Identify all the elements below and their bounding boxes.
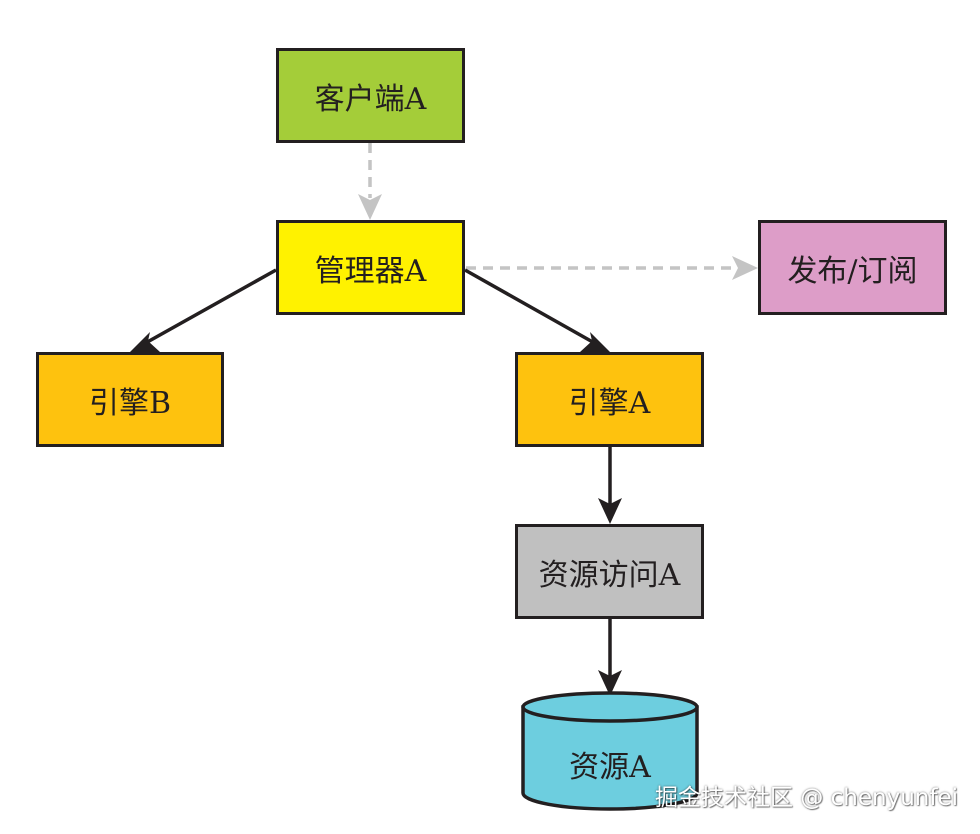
edge-manager-to-engine-b bbox=[130, 268, 277, 352]
edge-client-to-manager bbox=[358, 143, 382, 220]
node-resource-a-label: 资源A bbox=[569, 750, 651, 785]
database-cylinder-icon bbox=[521, 691, 699, 811]
watermark: 掘金技术社区 @ chenyunfei bbox=[655, 785, 958, 811]
node-resource-access-a: 资源访问A bbox=[515, 524, 704, 619]
edge-engine-a-to-access bbox=[598, 447, 622, 524]
node-engine-a: 引擎A bbox=[515, 352, 704, 447]
node-client-a: 客户端A bbox=[276, 48, 465, 143]
node-engine-b: 引擎B bbox=[36, 352, 224, 447]
edge-access-to-resource bbox=[598, 619, 622, 696]
node-pubsub-label: 发布/订阅 bbox=[787, 253, 918, 289]
node-manager-a-label: 管理器A bbox=[314, 253, 427, 289]
node-resource-access-a-label: 资源访问A bbox=[538, 557, 681, 593]
edge-manager-to-engine-a bbox=[464, 268, 610, 352]
node-pubsub: 发布/订阅 bbox=[758, 220, 947, 315]
node-engine-a-label: 引擎A bbox=[568, 385, 651, 421]
edge-manager-to-pubsub bbox=[466, 256, 758, 280]
node-manager-a: 管理器A bbox=[276, 220, 465, 315]
node-engine-b-label: 引擎B bbox=[88, 385, 172, 421]
node-resource-a-cylinder: 资源A bbox=[520, 690, 700, 812]
node-client-a-label: 客户端A bbox=[314, 81, 427, 117]
